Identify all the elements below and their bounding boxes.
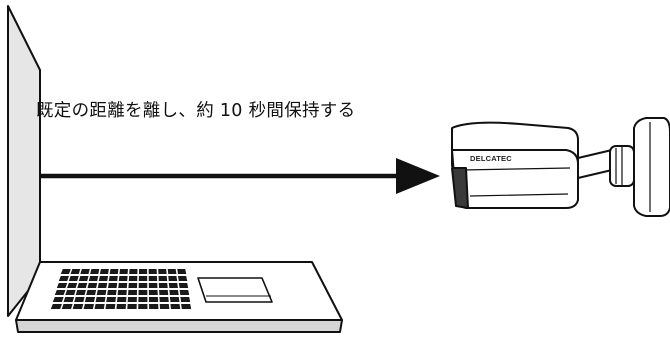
keyboard-key (74, 297, 85, 302)
keyboard-key (97, 283, 108, 288)
keyboard-key (80, 269, 90, 274)
keyboard-key (148, 297, 159, 302)
keyboard-key (118, 276, 128, 281)
keyboard-key (83, 304, 94, 309)
keyboard-key (117, 290, 127, 295)
camera-panel-line (461, 167, 571, 197)
keyboard-key (158, 283, 168, 288)
distance-arrowhead (396, 158, 440, 194)
keyboard-key (181, 304, 192, 309)
keyboard-key (138, 290, 148, 295)
keyboard-key (65, 290, 76, 295)
keyboard-key (169, 297, 180, 302)
keyboard-key (75, 290, 86, 295)
camera-front-lens (451, 167, 469, 209)
laptop-keyboard (50, 269, 192, 309)
keyboard-key (159, 304, 170, 309)
keyboard-key (179, 290, 190, 295)
keyboard-key (148, 290, 158, 295)
keyboard-key (118, 283, 128, 288)
keyboard-key (177, 269, 187, 274)
keyboard-key (178, 283, 189, 288)
keyboard-key (119, 269, 128, 274)
keyboard-key (77, 283, 88, 288)
keyboard-key (99, 269, 109, 274)
keyboard-key (61, 304, 73, 309)
keyboard-key (107, 283, 118, 288)
laptop-base-edge (15, 319, 343, 333)
keyboard-key (149, 304, 159, 309)
keyboard-key (84, 297, 96, 302)
bullet-camera: DELCATEC (451, 117, 670, 217)
keyboard-key (108, 276, 118, 281)
keyboard-key (128, 283, 138, 288)
keyboard-key (158, 276, 168, 281)
keyboard-key (106, 297, 116, 302)
instruction-text: 既定の距離を離し、約 10 秒間保持する (36, 101, 356, 121)
keyboard-key (116, 304, 127, 309)
keyboard-key (158, 269, 167, 274)
keyboard-key (127, 304, 137, 309)
keyboard-key (138, 276, 148, 281)
keyboard-key (98, 276, 109, 281)
keyboard-key (50, 304, 62, 309)
camera-mount-arm (577, 149, 613, 179)
camera-brand-label: DELCATEC (470, 154, 512, 163)
keyboard-key (88, 276, 99, 281)
keyboard-key (129, 269, 138, 274)
keyboard-key (138, 283, 148, 288)
keyboard-key (60, 269, 71, 274)
keyboard-key (148, 276, 158, 281)
keyboard-key (168, 276, 178, 281)
keyboard-key (128, 276, 138, 281)
keyboard-key (168, 283, 178, 288)
keyboard-key (63, 297, 75, 302)
keyboard-key (56, 283, 68, 288)
keyboard-key (167, 269, 177, 274)
keyboard-key (138, 304, 148, 309)
keyboard-key (107, 290, 117, 295)
keyboard-key (54, 290, 66, 295)
keyboard-key (169, 290, 179, 295)
keyboard-key (67, 283, 78, 288)
keyboard-key (96, 290, 107, 295)
keyboard-key (148, 269, 157, 274)
laptop-illustration (7, 5, 343, 333)
keyboard-key (159, 297, 169, 302)
keyboard-key (109, 269, 119, 274)
keyboard-key (70, 269, 81, 274)
distance-arrow (40, 158, 440, 194)
keyboard-key (68, 276, 79, 281)
keyboard-key (138, 269, 148, 274)
camera-wall-mount (633, 117, 670, 217)
keyboard-key (105, 304, 116, 309)
keyboard-key (94, 304, 105, 309)
keyboard-key (148, 283, 158, 288)
keyboard-key (138, 297, 148, 302)
keyboard-key (95, 297, 106, 302)
keyboard-key (90, 269, 100, 274)
keyboard-key (178, 276, 188, 281)
laptop-touchpad (197, 277, 273, 303)
laptop-screen (7, 5, 41, 317)
keyboard-key (72, 304, 84, 309)
keyboard-key (170, 304, 181, 309)
keyboard-key (127, 297, 137, 302)
keyboard-key (87, 283, 98, 288)
keyboard-key (180, 297, 191, 302)
keyboard-key (128, 290, 138, 295)
keyboard-key (159, 290, 169, 295)
keyboard-key (86, 290, 97, 295)
keyboard-key (52, 297, 64, 302)
keyboard-key (78, 276, 89, 281)
keyboard-key (58, 276, 69, 281)
keyboard-key (116, 297, 127, 302)
